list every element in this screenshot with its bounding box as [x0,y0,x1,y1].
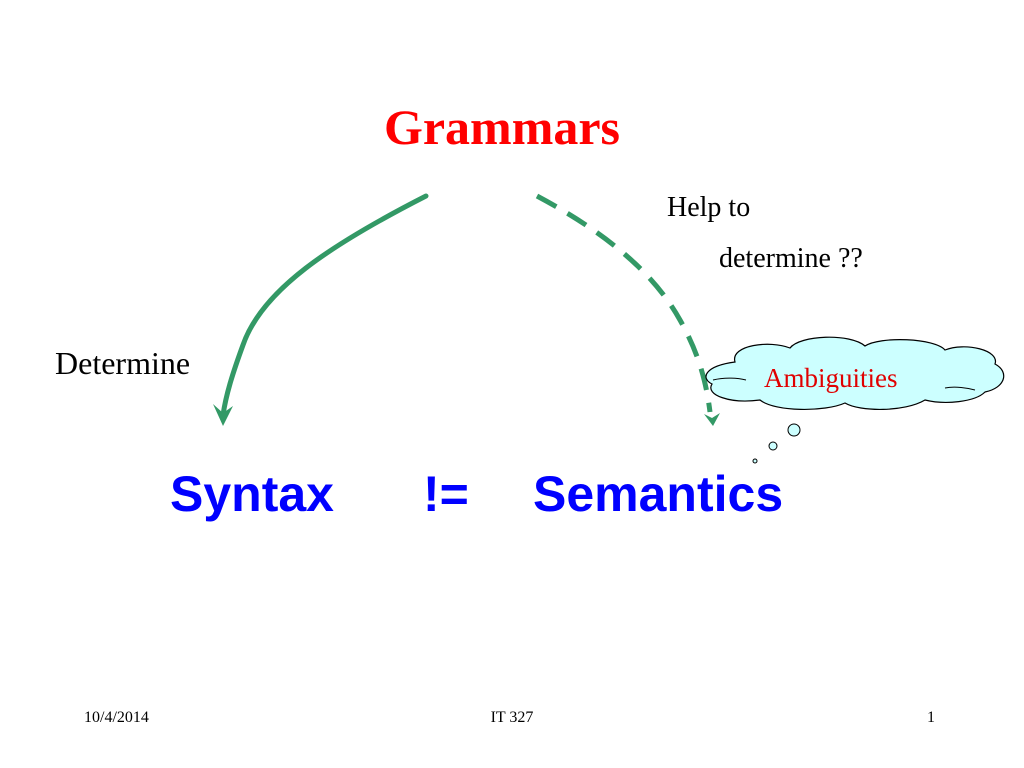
footer-course: IT 327 [490,709,534,726]
footer-date: 10/4/2014 [84,709,149,726]
right-arrow-label-line1: Help to [667,192,751,223]
thought-bubble-text: Ambiguities [764,363,898,393]
footer-page-number: 1 [927,709,935,726]
dashed-arrow [535,193,720,426]
left-arrow-label: Determine [55,345,191,381]
syntax-term: Syntax [170,466,334,522]
right-arrow-label-line2: determine ?? [719,243,863,274]
semantics-term: Semantics [533,466,784,522]
thought-cloud [705,336,1005,464]
solid-arrow [213,193,429,426]
slide-title: Grammars [383,99,621,155]
not-equal-operator: != [423,466,469,522]
